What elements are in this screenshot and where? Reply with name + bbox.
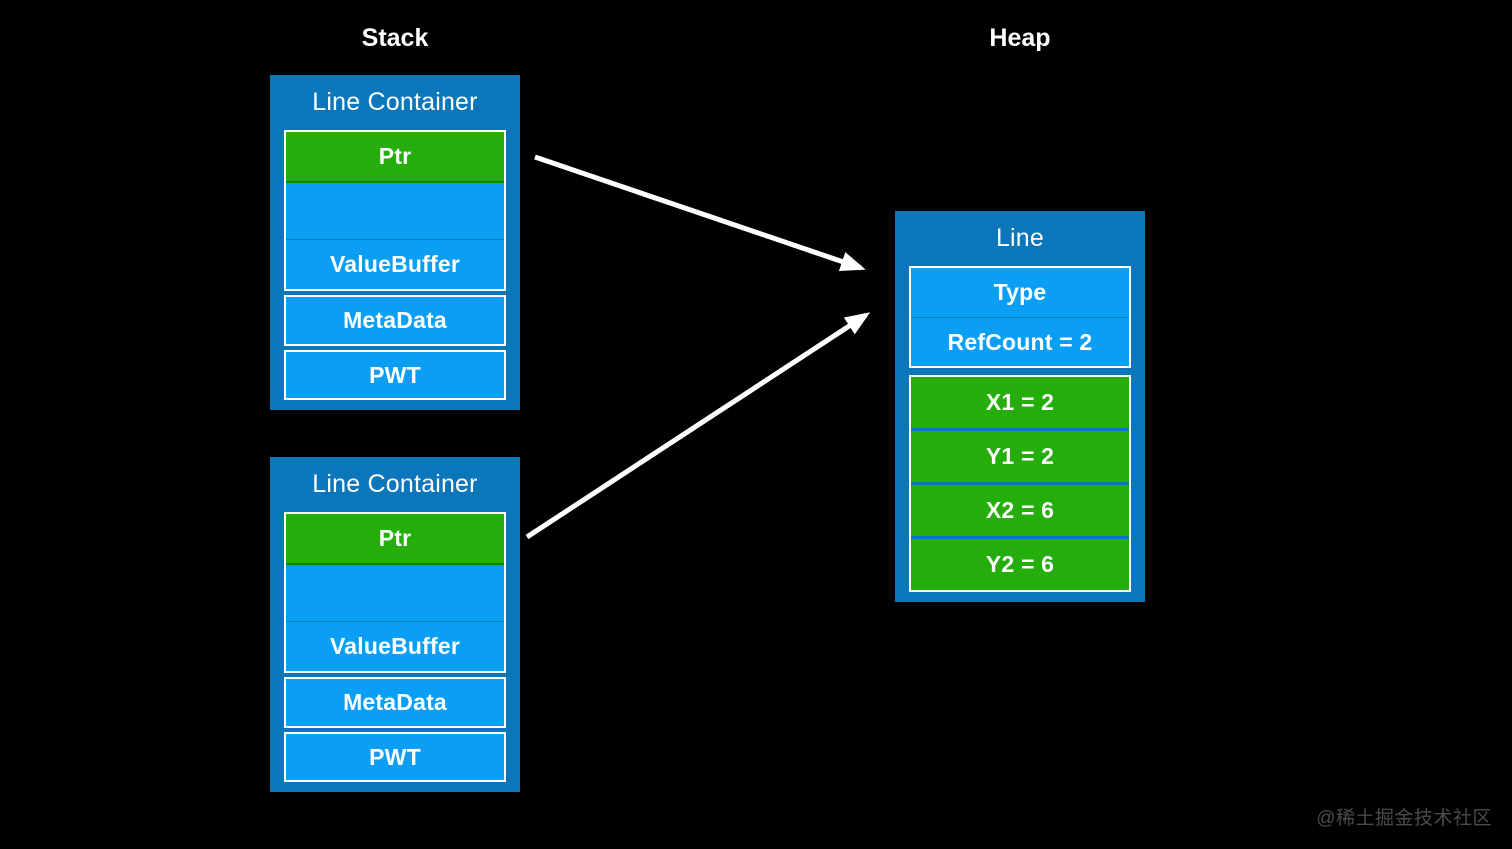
pwt-group: PWT xyxy=(284,732,506,782)
arrow-stack1-ptr-to-heap xyxy=(534,154,866,272)
pwt-cell: PWT xyxy=(286,352,504,398)
type-cell: Type xyxy=(911,268,1129,318)
stack-title: Stack xyxy=(361,24,429,52)
refcount-cell: RefCount = 2 xyxy=(911,318,1129,366)
y1-cell: Y1 = 2 xyxy=(911,431,1129,482)
box-title: Line Container xyxy=(312,88,478,116)
empty-buffer-cell xyxy=(286,565,504,622)
watermark: @稀土掘金技术社区 xyxy=(1316,808,1492,829)
value-buffer-cell: ValueBuffer xyxy=(286,622,504,671)
heap-line-object: Line Type RefCount = 2 X1 = 2 Y1 = 2 X2 … xyxy=(895,211,1145,602)
value-buffer-cell: ValueBuffer xyxy=(286,240,504,289)
metadata-group: MetaData xyxy=(284,295,506,346)
metadata-cell: MetaData xyxy=(286,679,504,726)
pwt-group: PWT xyxy=(284,350,506,400)
empty-buffer-cell xyxy=(286,183,504,240)
heap-title: Heap xyxy=(989,24,1051,52)
ptr-cell: Ptr xyxy=(286,514,504,565)
metadata-group: MetaData xyxy=(284,677,506,728)
pwt-cell: PWT xyxy=(286,734,504,780)
metadata-cell: MetaData xyxy=(286,297,504,344)
value-buffer-group: Ptr ValueBuffer xyxy=(284,130,506,291)
x2-cell: X2 = 6 xyxy=(911,485,1129,536)
value-buffer-group: Ptr ValueBuffer xyxy=(284,512,506,673)
x1-cell: X1 = 2 xyxy=(911,377,1129,428)
stack-line-container-2: Line Container Ptr ValueBuffer MetaData … xyxy=(270,457,520,792)
y2-cell: Y2 = 6 xyxy=(911,539,1129,590)
box-title: Line xyxy=(995,224,1045,252)
box-title: Line Container xyxy=(312,470,478,498)
arrow-stack2-ptr-to-heap xyxy=(525,312,871,540)
stack-line-container-1: Line Container Ptr ValueBuffer MetaData … xyxy=(270,75,520,410)
stored-properties-group: X1 = 2 Y1 = 2 X2 = 6 Y2 = 6 xyxy=(909,375,1131,592)
ptr-cell: Ptr xyxy=(286,132,504,183)
header-words-group: Type RefCount = 2 xyxy=(909,266,1131,368)
